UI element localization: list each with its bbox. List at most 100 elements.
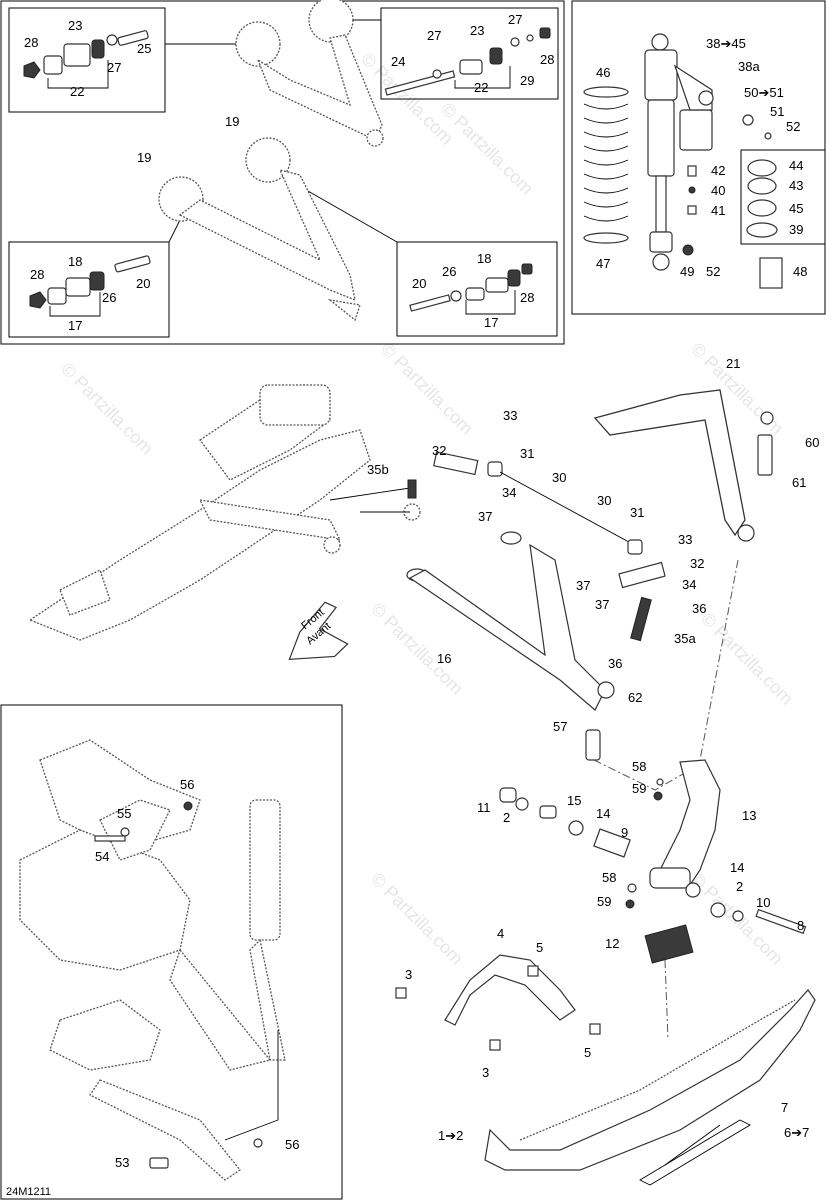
- top-left-labels: 28 23 25 27 22 27 23 27 24 28 29 22 19 1…: [24, 12, 554, 333]
- label-25: 25: [137, 41, 151, 56]
- label-56: 56: [285, 1137, 299, 1152]
- label-28: 28: [30, 267, 44, 282]
- label-29: 29: [520, 73, 534, 88]
- label-14: 14: [730, 860, 744, 875]
- label-35a: 35a: [674, 631, 696, 646]
- label-30: 30: [552, 470, 566, 485]
- svg-text:© Partzilla.com: © Partzilla.com: [437, 99, 537, 199]
- label-51: 51: [770, 104, 784, 119]
- label-44: 44: [789, 158, 803, 173]
- label-41: 41: [711, 203, 725, 218]
- label-43: 43: [789, 178, 803, 193]
- upper-a-arm-main: [593, 389, 774, 542]
- label-32: 32: [690, 556, 704, 571]
- label-38a: 38a: [738, 59, 760, 74]
- lower-a-arm-main: [406, 531, 615, 761]
- label-18: 18: [68, 254, 82, 269]
- bottom-left-hardware: [94, 801, 263, 1169]
- label-26: 26: [442, 264, 456, 279]
- label-53: 53: [115, 1155, 129, 1170]
- svg-text:© Partzilla.com: © Partzilla.com: [697, 609, 797, 709]
- label-33: 33: [503, 408, 517, 423]
- spindle: [644, 759, 721, 964]
- bottom-left-labels: 56 55 54 53 56: [95, 777, 299, 1170]
- lower-a-arm-top: [158, 137, 361, 322]
- label-38-45: 38➔45: [706, 36, 746, 51]
- bushing-set-d: [409, 263, 533, 312]
- label-17: 17: [68, 318, 82, 333]
- label-9: 9: [621, 825, 628, 840]
- shock-spring: [583, 86, 629, 244]
- front-suspension-panel-border: [0, 704, 343, 1200]
- label-58: 58: [632, 759, 646, 774]
- label-40: 40: [711, 183, 725, 198]
- label-28: 28: [520, 290, 534, 305]
- label-47: 47: [596, 256, 610, 271]
- shock-small-parts: [682, 114, 783, 289]
- label-27: 27: [508, 12, 522, 27]
- a-arm-panel-border: [0, 0, 565, 345]
- label-5: 5: [536, 940, 543, 955]
- label-46: 46: [596, 65, 610, 80]
- label-24: 24: [391, 54, 405, 69]
- label-49: 49: [680, 264, 694, 279]
- shock-labels: 38➔45 38a 46 50➔51 51 52 44 43 42 40 45 …: [596, 36, 807, 279]
- ski-handle: [395, 954, 601, 1051]
- label-34: 34: [682, 577, 696, 592]
- label-20: 20: [412, 276, 426, 291]
- bushing-set-c: [29, 255, 151, 309]
- label-36: 36: [692, 601, 706, 616]
- label-5: 5: [584, 1045, 591, 1060]
- label-19: 19: [225, 114, 239, 129]
- label-2: 2: [736, 879, 743, 894]
- bushing-box-top-right: [380, 7, 559, 100]
- label-54: 54: [95, 849, 109, 864]
- label-13: 13: [742, 808, 756, 823]
- bushing-set-b: [384, 27, 551, 96]
- svg-text:© Partzilla.com: © Partzilla.com: [377, 339, 477, 439]
- label-6-7: 6➔7: [784, 1125, 809, 1140]
- label-16: 16: [437, 651, 451, 666]
- label-18: 18: [477, 251, 491, 266]
- svg-text:© Partzilla.com: © Partzilla.com: [367, 869, 467, 969]
- label-22: 22: [474, 80, 488, 95]
- label-15: 15: [567, 793, 581, 808]
- label-23: 23: [470, 23, 484, 38]
- front-suspension-view: [19, 739, 286, 1181]
- label-22: 22: [70, 84, 84, 99]
- label-7: 7: [781, 1100, 788, 1115]
- label-27: 27: [107, 60, 121, 75]
- label-39: 39: [789, 222, 803, 237]
- label-30: 30: [597, 493, 611, 508]
- label-37: 37: [478, 509, 492, 524]
- label-62: 62: [628, 690, 642, 705]
- label-35b: 35b: [367, 462, 389, 477]
- frame-assembly: [28, 384, 421, 641]
- middle-labels: 33 32 31 35b 30 34 30 37 21 60 61 31 33 …: [367, 356, 819, 734]
- label-33: 33: [678, 532, 692, 547]
- label-27: 27: [427, 28, 441, 43]
- document-code: 24M1211: [6, 1186, 51, 1198]
- label-28: 28: [24, 35, 38, 50]
- label-19: 19: [137, 150, 151, 165]
- label-4: 4: [497, 926, 504, 941]
- label-11: 11: [477, 800, 491, 815]
- label-17: 17: [484, 315, 498, 330]
- label-52: 52: [786, 119, 800, 134]
- shock-absorber: [644, 33, 714, 271]
- label-59: 59: [597, 894, 611, 909]
- label-8: 8: [797, 918, 804, 933]
- label-34: 34: [502, 485, 516, 500]
- label-55: 55: [117, 806, 131, 821]
- label-56: 56: [180, 777, 194, 792]
- svg-text:© Partzilla.com: © Partzilla.com: [57, 359, 157, 459]
- label-12: 12: [605, 936, 619, 951]
- label-42: 42: [711, 163, 725, 178]
- bushing-set-a: [23, 30, 149, 79]
- label-45: 45: [789, 201, 803, 216]
- label-3: 3: [482, 1065, 489, 1080]
- label-37: 37: [595, 597, 609, 612]
- label-10: 10: [756, 895, 770, 910]
- label-14: 14: [596, 806, 610, 821]
